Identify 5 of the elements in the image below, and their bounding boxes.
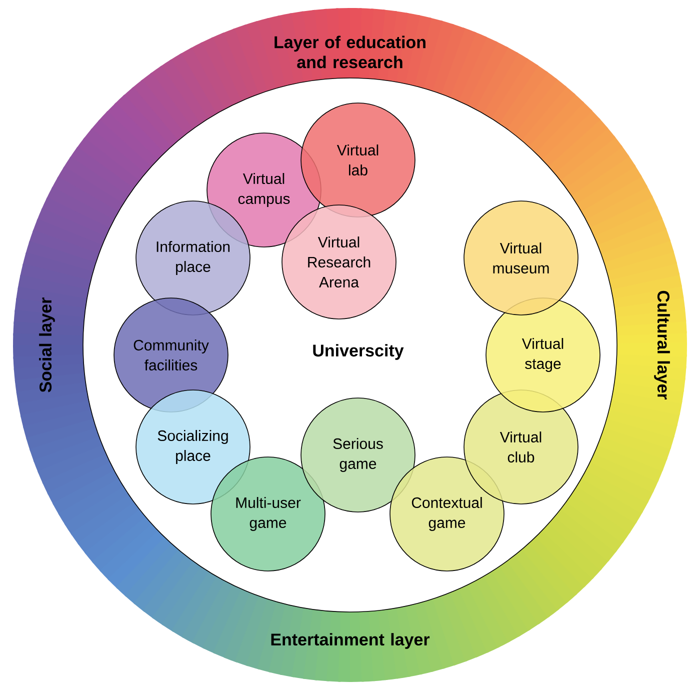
layer-label: Entertainment layer (271, 633, 430, 649)
center-label: Universcity (313, 344, 404, 360)
layer-label: Layer of education and research (274, 36, 426, 68)
layer-label: Social layer (39, 298, 55, 392)
layer-label: Cultural layer (654, 290, 670, 400)
